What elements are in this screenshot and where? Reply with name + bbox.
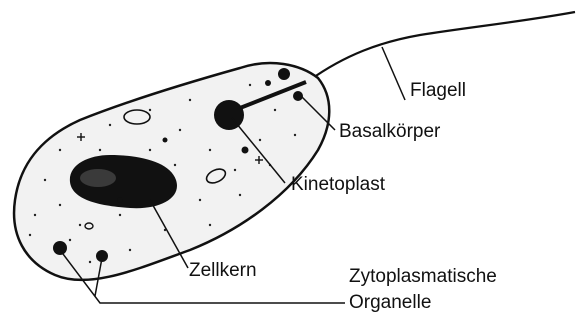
granule <box>278 68 290 80</box>
label-kinetoplast: Kinetoplast <box>291 174 385 196</box>
leader-flagell <box>382 47 405 100</box>
label-zellkern: Zellkern <box>189 260 257 282</box>
kinetoplast <box>214 100 244 130</box>
granule <box>265 80 271 86</box>
cytoplasmic-organelle <box>163 138 168 143</box>
label-organelle-line1: Zytoplasmatische <box>349 266 497 288</box>
basal-body <box>293 91 303 101</box>
cytoplasmic-organelle <box>242 147 249 154</box>
label-organelle-line2: Organelle <box>349 292 431 314</box>
cytoplasmic-organelle <box>117 197 123 203</box>
label-basalkoerper: Basalkörper <box>339 121 440 143</box>
label-flagell: Flagell <box>410 80 466 102</box>
cytoplasmic-organelle <box>53 241 67 255</box>
flagellum <box>310 12 575 80</box>
